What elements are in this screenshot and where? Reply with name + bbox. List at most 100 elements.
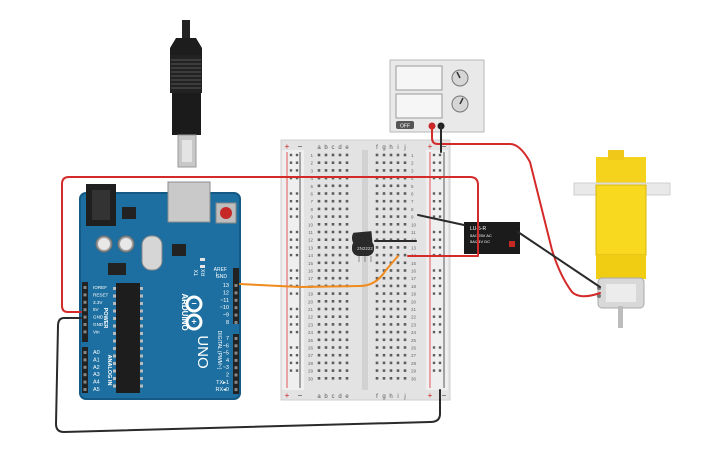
breadboard-hole[interactable] [375,223,379,226]
breadboard-hole[interactable] [396,346,400,349]
rail-hole[interactable] [438,277,442,280]
rail-hole[interactable] [432,269,436,272]
breadboard-hole[interactable] [331,377,335,380]
breadboard-hole[interactable] [345,246,349,249]
breadboard-hole[interactable] [403,223,407,226]
rail-hole[interactable] [432,176,436,180]
breadboard-hole[interactable] [317,300,321,303]
header-pin[interactable] [83,358,87,362]
breadboard-hole[interactable] [382,238,386,241]
breadboard-hole[interactable] [403,377,407,380]
breadboard-hole[interactable] [324,215,328,218]
breadboard-hole[interactable] [345,176,349,180]
breadboard-hole[interactable] [324,300,328,303]
rail-hole[interactable] [438,176,442,180]
transistor[interactable]: 2N2222 [351,231,374,262]
rail-hole[interactable] [289,215,293,218]
rail-hole[interactable] [295,253,299,257]
rail-hole[interactable] [295,153,299,157]
header-pin[interactable] [234,337,238,340]
breadboard-hole[interactable] [331,207,335,211]
breadboard-hole[interactable] [403,307,407,311]
rail-hole[interactable] [289,169,293,172]
breadboard-hole[interactable] [375,346,379,349]
breadboard-hole[interactable] [324,238,328,241]
header-pin[interactable] [83,323,87,326]
header-pin[interactable] [234,351,238,355]
breadboard-hole[interactable] [345,292,349,295]
breadboard-hole[interactable] [324,269,328,272]
header-pin[interactable] [83,308,87,312]
breadboard-hole[interactable] [389,276,393,280]
rail-hole[interactable] [438,369,442,372]
breadboard-hole[interactable] [331,176,335,180]
breadboard-hole[interactable] [403,338,407,342]
header-pin[interactable] [83,286,87,289]
breadboard-hole[interactable] [331,292,335,295]
breadboard-hole[interactable] [382,223,386,226]
header-pin[interactable] [234,306,238,310]
breadboard-hole[interactable] [396,161,400,164]
breadboard-hole[interactable] [317,269,321,272]
breadboard-hole[interactable] [331,361,335,365]
breadboard-hole[interactable] [375,161,379,164]
breadboard-hole[interactable] [382,369,386,372]
breadboard-hole[interactable] [331,199,335,203]
breadboard-hole[interactable] [382,176,386,180]
breadboard-hole[interactable] [389,300,393,303]
breadboard-hole[interactable] [317,323,321,326]
breadboard-hole[interactable] [375,199,379,203]
rail-hole[interactable] [438,153,442,157]
rail-hole[interactable] [432,230,436,234]
breadboard-hole[interactable] [324,176,328,180]
breadboard-hole[interactable] [317,369,321,372]
breadboard-hole[interactable] [389,323,393,326]
breadboard-hole[interactable] [375,215,379,218]
breadboard-hole[interactable] [345,184,349,188]
rail-hole[interactable] [438,207,442,211]
breadboard-hole[interactable] [396,330,400,334]
breadboard-hole[interactable] [382,253,386,257]
power-supply[interactable]: OFF [389,59,485,133]
rail-hole[interactable] [295,169,299,172]
breadboard-hole[interactable] [382,361,386,365]
rail-hole[interactable] [289,238,293,241]
breadboard-hole[interactable] [375,169,379,172]
rail-hole[interactable] [438,292,442,295]
breadboard-hole[interactable] [324,292,328,295]
breadboard-hole[interactable] [338,307,342,311]
rail-hole[interactable] [289,361,293,365]
breadboard-hole[interactable] [389,377,393,380]
breadboard-hole[interactable] [338,353,342,357]
rail-hole[interactable] [295,354,299,357]
breadboard-hole[interactable] [317,346,321,349]
breadboard-hole[interactable] [317,315,321,318]
breadboard-hole[interactable] [345,215,349,218]
breadboard-hole[interactable] [331,253,335,257]
breadboard-hole[interactable] [331,276,335,280]
breadboard-hole[interactable] [403,238,407,241]
breadboard-hole[interactable] [403,192,407,195]
breadboard-hole[interactable] [375,323,379,326]
rail-hole[interactable] [432,330,436,334]
breadboard-hole[interactable] [375,230,379,234]
breadboard-hole[interactable] [324,361,328,365]
breadboard-hole[interactable] [396,369,400,372]
breadboard-hole[interactable] [403,300,407,303]
breadboard-hole[interactable] [317,292,321,295]
breadboard-hole[interactable] [338,292,342,295]
rail-hole[interactable] [432,369,436,372]
breadboard-hole[interactable] [324,323,328,326]
breadboard-hole[interactable] [389,161,393,164]
breadboard-hole[interactable] [403,161,407,164]
rail-hole[interactable] [295,230,299,234]
breadboard-hole[interactable] [345,346,349,349]
breadboard-hole[interactable] [389,353,393,357]
breadboard-hole[interactable] [382,315,386,318]
header-pin[interactable] [234,388,238,392]
breadboard-hole[interactable] [345,207,349,211]
breadboard-hole[interactable] [338,199,342,203]
breadboard-hole[interactable] [375,238,379,241]
